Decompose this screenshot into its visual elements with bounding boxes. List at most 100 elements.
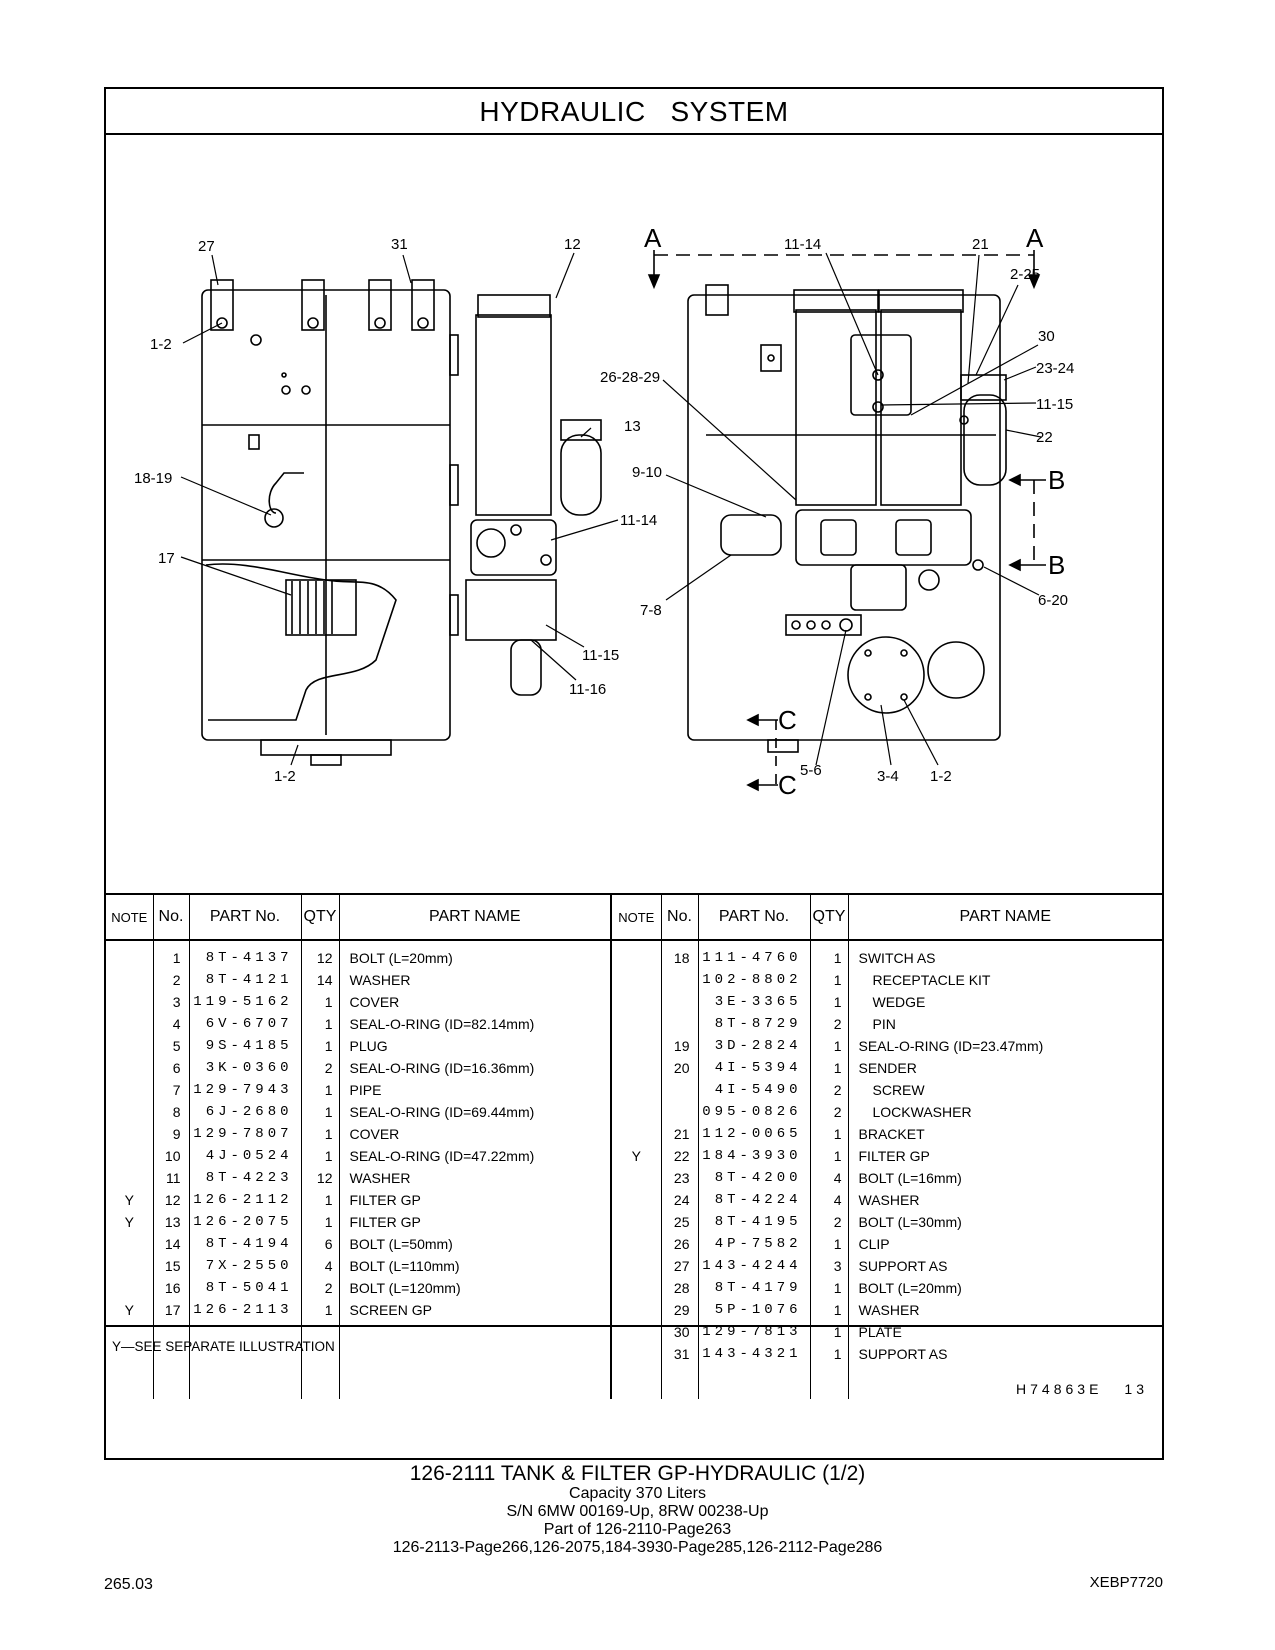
quantity-cell: 1 — [809, 1233, 848, 1255]
part-name-cell: RECEPTACLE KIT — [847, 969, 1162, 991]
note-cell — [106, 1035, 153, 1057]
note-cell — [106, 1079, 153, 1101]
part-number-cell: 102-8802 — [697, 969, 810, 991]
quantity-cell: 4 — [809, 1167, 848, 1189]
item-number-cell: 12 — [152, 1189, 189, 1211]
note-cell — [106, 1277, 153, 1299]
part-number-cell: 3E-3365 — [697, 991, 810, 1013]
note-cell — [610, 940, 661, 969]
part-name-cell: BOLT (L=110mm) — [338, 1255, 611, 1277]
part-number-cell: 143-4244 — [697, 1255, 810, 1277]
part-name-cell: SEAL-O-RING (ID=23.47mm) — [847, 1035, 1162, 1057]
part-number-cell: 129-7807 — [188, 1123, 301, 1145]
part-name-cell: FILTER GP — [338, 1211, 611, 1233]
callout-label: 11-15 — [1036, 396, 1073, 413]
note-cell — [610, 1189, 661, 1211]
part-name-cell: WASHER — [847, 1299, 1162, 1321]
group-title: 126-2111 TANK & FILTER GP-HYDRAULIC (1/2… — [409, 1462, 866, 1485]
part-number-cell: 129-7943 — [188, 1079, 301, 1101]
item-number-cell: 2 — [152, 969, 189, 991]
part-number-cell: 112-0065 — [697, 1123, 810, 1145]
header-no: No. — [660, 893, 698, 941]
serial-range: S/N 6MW 00169-Up, 8RW 00238-Up — [506, 1503, 769, 1520]
part-number-cell: 4I-5490 — [697, 1079, 810, 1101]
exploded-illustration: A A B B C C — [106, 135, 1162, 893]
item-number-cell — [660, 1101, 698, 1123]
quantity-cell: 12 — [300, 940, 339, 969]
note-cell — [610, 1101, 661, 1123]
note-cell — [106, 969, 153, 991]
part-number-cell: 8T-4224 — [697, 1189, 810, 1211]
quantity-cell: 1 — [809, 1123, 848, 1145]
part-name-cell: PIPE — [338, 1079, 611, 1101]
item-number-cell: 21 — [660, 1123, 698, 1145]
part-name-cell: SUPPORT AS — [847, 1255, 1162, 1277]
item-number-cell: 19 — [660, 1035, 698, 1057]
item-number-cell: 8 — [152, 1101, 189, 1123]
note-cell — [106, 1057, 153, 1079]
part-number-cell: 119-5162 — [188, 991, 301, 1013]
part-name-cell: WASHER — [338, 969, 611, 991]
quantity-cell: 1 — [809, 969, 848, 991]
parts-table: NOTE No. PART No. QTY PART NAME NOTE No.… — [106, 893, 1162, 1399]
note-cell — [610, 1343, 661, 1365]
note-cell — [106, 1123, 153, 1145]
part-number-cell: 8T-4223 — [188, 1167, 301, 1189]
note-cell — [610, 1057, 661, 1079]
header-part-name: PART NAME — [847, 893, 1162, 941]
part-name-cell: BOLT (L=20mm) — [338, 940, 611, 969]
quantity-cell: 1 — [809, 940, 848, 969]
quantity-cell: 2 — [809, 1101, 848, 1123]
note-cell — [610, 1035, 661, 1057]
item-number-cell: 31 — [660, 1343, 698, 1365]
part-name-cell: SCREW — [847, 1079, 1162, 1101]
quantity-cell: 1 — [300, 1079, 339, 1101]
part-number-cell: 3D-2824 — [697, 1035, 810, 1057]
quantity-cell: 1 — [809, 1145, 848, 1167]
quantity-cell: 2 — [809, 1013, 848, 1035]
document-code: XEBP7720 — [1089, 1574, 1163, 1591]
callout-label: 1-2 — [274, 768, 296, 785]
item-number-cell: 7 — [152, 1079, 189, 1101]
part-number-cell: 3K-0360 — [188, 1057, 301, 1079]
note-cell — [106, 991, 153, 1013]
part-name-cell: FILTER GP — [847, 1145, 1162, 1167]
item-number-cell: 17 — [152, 1299, 189, 1321]
empty-cell — [152, 1365, 189, 1399]
callout-label: 22 — [1036, 429, 1053, 446]
callout-label: 3-4 — [877, 768, 899, 785]
callout-label: 1-2 — [150, 336, 172, 353]
part-name-cell: LOCKWASHER — [847, 1101, 1162, 1123]
note-cell — [610, 1255, 661, 1277]
callout-label: 31 — [391, 236, 408, 253]
item-number-cell: 4 — [152, 1013, 189, 1035]
item-number-cell: 27 — [660, 1255, 698, 1277]
note-cell: Y — [610, 1145, 661, 1167]
callout-label: 9-10 — [632, 464, 662, 481]
part-name-cell: BOLT (L=50mm) — [338, 1233, 611, 1255]
part-name-cell: COVER — [338, 1123, 611, 1145]
part-name-cell — [338, 1343, 611, 1365]
item-number-cell — [660, 1013, 698, 1035]
item-number-cell: 28 — [660, 1277, 698, 1299]
table-header-row: NOTE No. PART No. QTY PART NAME NOTE No.… — [106, 893, 1162, 941]
item-number-cell: 1 — [152, 940, 189, 969]
quantity-cell: 14 — [300, 969, 339, 991]
quantity-cell: 1 — [809, 1299, 848, 1321]
empty-cell — [660, 1365, 698, 1399]
quantity-cell: 1 — [300, 1299, 339, 1321]
note-cell — [610, 991, 661, 1013]
part-number-cell: 8T-4195 — [697, 1211, 810, 1233]
item-number-cell: 18 — [660, 940, 698, 969]
quantity-cell: 1 — [300, 1145, 339, 1167]
item-number-cell: 10 — [152, 1145, 189, 1167]
